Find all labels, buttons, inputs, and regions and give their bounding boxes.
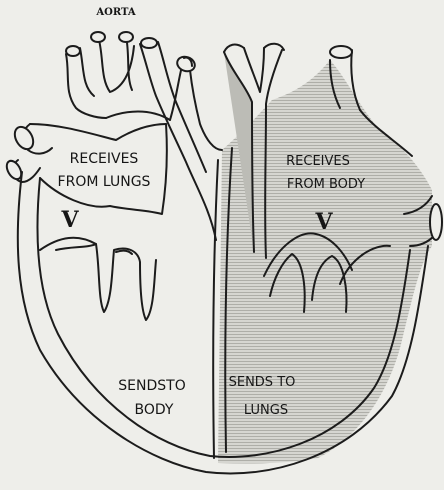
left-atrium-label-line1: RECEIVES [70, 151, 139, 167]
right-ventricle-label-line2: LUNGS [244, 403, 288, 418]
left-atrium-label-line2: FROM LUNGS [58, 174, 151, 190]
right-atrium-label-line2: FROM BODY [287, 177, 365, 192]
left-ventricle-label-line1: SENDSTO [118, 378, 185, 394]
right-atrium-label-line1: RECEIVES [286, 154, 350, 169]
left-ventricle-label-line2: BODY [135, 402, 174, 418]
left-valve-label: V [60, 207, 79, 233]
aorta-label: AORTA [95, 7, 135, 18]
right-valve-label: V [314, 209, 333, 235]
right-ventricle-label-line1: SENDS TO [229, 375, 296, 390]
